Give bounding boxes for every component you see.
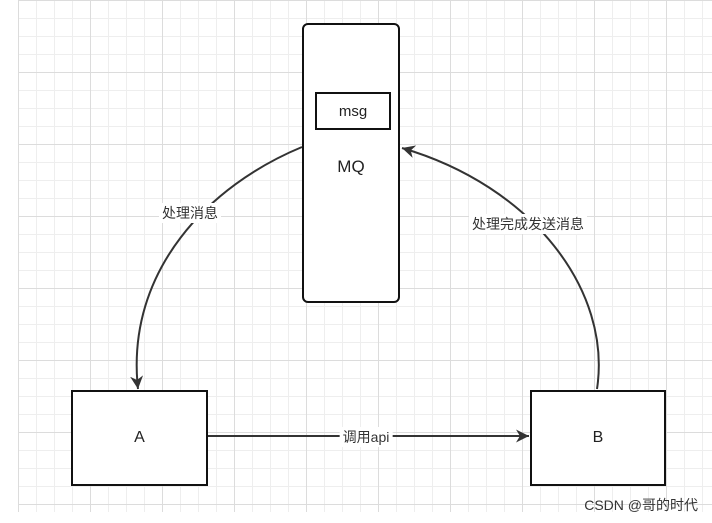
edge-mq-to-a bbox=[130, 146, 303, 390]
message-label: msg bbox=[338, 102, 368, 120]
edge-label-a-to-b: 调用api bbox=[339, 427, 393, 447]
node-b-box[interactable]: B bbox=[530, 390, 666, 486]
edge-label-b-to-mq: 处理完成发送消息 bbox=[469, 214, 587, 234]
message-queue-box[interactable]: msg MQ bbox=[302, 23, 400, 303]
node-a-box[interactable]: A bbox=[71, 390, 208, 486]
edge-label-mq-to-a: 处理消息 bbox=[159, 203, 221, 223]
watermark: CSDN @哥的时代 bbox=[584, 497, 698, 513]
message-box[interactable]: msg bbox=[315, 92, 391, 130]
edge-b-to-mq bbox=[401, 145, 600, 390]
queue-label: MQ bbox=[337, 157, 365, 176]
node-a-label: A bbox=[134, 429, 145, 446]
node-b-label: B bbox=[592, 429, 604, 446]
